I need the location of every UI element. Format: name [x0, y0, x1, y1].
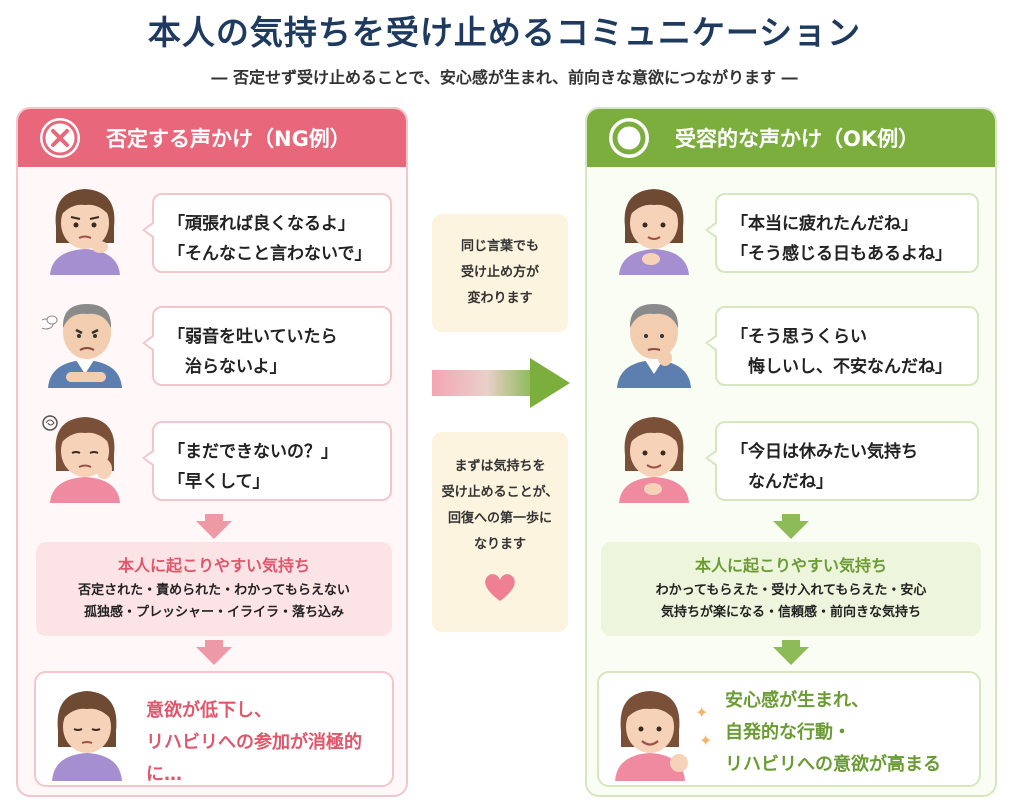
- middle-top-line-1: 同じ言葉でも: [460, 239, 539, 254]
- ok-down-arrow-icon-2: [773, 647, 809, 665]
- ng-feelings-line-2: 孤独感・プレッシャー・イライラ・落ち込み: [83, 605, 344, 620]
- ok-down-arrow-stem-2: [782, 640, 800, 648]
- ok-bubble-3-line-2: なんだね」: [731, 472, 833, 492]
- middle-bottom-line-2: 受け止めることが、: [441, 485, 559, 500]
- ng-bubble-1: 「頑張れば良くなるよ」 「そんなこと言わないで」: [142, 193, 392, 273]
- ng-bubble-1-line-1: 「頑張れば良くなるよ」: [168, 214, 355, 234]
- cross-icon: [40, 118, 80, 158]
- ok-example-row-3: 「今日は休みたい気持ち なんだね」: [587, 409, 995, 505]
- ok-result-box: ✦ ✦ 安心感が生まれ、 自発的な行動・ リハビリへの意欲が高まる: [597, 671, 981, 787]
- ng-result-text: 意欲が低下し、 リハビリへの参加が消極的に…: [146, 695, 392, 791]
- ng-result-line-2: リハビリへの参加が消極的に…: [146, 732, 362, 785]
- ok-bubble-3-line-1: 「今日は休みたい気持ち: [731, 442, 918, 462]
- heart-icon: [485, 574, 515, 601]
- downcast-woman-icon: [52, 691, 122, 781]
- motivated-woman-icon: [615, 691, 688, 781]
- calm-woman-icon: [619, 189, 689, 275]
- frustrated-man-icon: [42, 304, 122, 388]
- ng-header-label: 否定する声かけ（NG例）: [106, 127, 351, 151]
- ok-header: 受容的な声かけ（OK例）: [587, 109, 995, 167]
- sparkle-icon-2: ✦: [699, 731, 713, 750]
- ng-result-box: 意欲が低下し、 リハビリへの参加が消極的に…: [34, 671, 394, 787]
- ng-example-row-3: 「まだできないの？」 「早くして」: [18, 409, 406, 505]
- circle-icon: [609, 118, 649, 158]
- middle-note-bottom: まずは気持ちを 受け止めることが、 回復への第一歩に なります: [432, 432, 568, 632]
- ng-bubble-2-line-1: 「弱音を吐いていたら: [168, 327, 338, 347]
- ok-feelings-line-2: 気持ちが楽になる・信頼感・前向きな気持ち: [660, 605, 921, 620]
- page-title: 本人の気持ちを受け止めるコミュニケーション: [147, 13, 862, 52]
- sparkle-icon-1: ✦: [695, 703, 709, 722]
- ok-feelings-line-1: わかってもらえた・受け入れてもらえた・安心: [655, 583, 927, 598]
- ok-bubble-1: 「本当に疲れたんだね」 「そう感じる日もあるよね」: [705, 193, 979, 273]
- worried-woman-icon: [50, 189, 120, 275]
- ng-feelings-line-1: 否定された・責められた・わかってもらえない: [78, 583, 350, 598]
- ok-result-line-1: 安心感が生まれ、: [725, 690, 870, 711]
- ok-bubble-2: 「そう思うくらい 悔しいし、不安なんだね」: [705, 306, 979, 386]
- ok-down-arrow-stem-1: [782, 514, 800, 522]
- ok-bubble-1-line-2: 「そう感じる日もあるよね」: [731, 244, 952, 264]
- ok-result-line-3: リハビリへの意欲が高まる: [725, 754, 941, 775]
- ok-bubble-1-line-1: 「本当に疲れたんだね」: [731, 214, 918, 234]
- ng-down-arrow-icon-1: [196, 521, 232, 539]
- ng-example-row-2: 「弱音を吐いていたら 治らないよ」: [18, 294, 406, 390]
- ng-bubble-2-line-2: 治らないよ」: [168, 357, 287, 377]
- page-subtitle: ― 否定せず受け止めることで、安心感が生まれ、前向きな意欲につながります ―: [211, 68, 798, 87]
- ng-feelings-title: 本人に起こりやすい気持ち: [117, 556, 310, 575]
- ng-header: 否定する声かけ（NG例）: [18, 109, 406, 167]
- ng-bubble-1-line-2: 「そんなこと言わないで」: [168, 244, 372, 264]
- middle-bottom-line-3: 回復への第一歩に: [447, 511, 552, 526]
- sad-woman-icon: [42, 415, 120, 503]
- ng-bubble-3-line-1: 「まだできないの？」: [168, 442, 338, 462]
- middle-note-top: 同じ言葉でも 受け止め方が 変わります: [432, 214, 568, 332]
- middle-bottom-line-4: なります: [473, 537, 526, 552]
- ng-result-line-1: 意欲が低下し、: [146, 700, 272, 721]
- thoughtful-man-icon: [617, 304, 691, 388]
- middle-top-line-2: 受け止め方が: [460, 265, 539, 280]
- ok-bubble-2-line-1: 「そう思うくらい: [731, 327, 867, 347]
- ok-result-line-2: 自発的な行動・: [725, 722, 851, 743]
- ng-bubble-3: 「まだできないの？」 「早くして」: [142, 421, 392, 501]
- ng-panel: 否定する声かけ（NG例） 「頑張れば良くなるよ」 「そんなこと言わないで」: [16, 107, 408, 797]
- ng-down-arrow-icon-2: [196, 647, 232, 665]
- ok-bubble-3: 「今日は休みたい気持ち なんだね」: [705, 421, 979, 501]
- middle-top-line-3: 変わります: [467, 291, 533, 306]
- ok-bubble-2-line-2: 悔しいし、不安なんだね」: [731, 357, 952, 377]
- ng-bubble-2: 「弱音を吐いていたら 治らないよ」: [142, 306, 392, 386]
- ok-feelings-title: 本人に起こりやすい気持ち: [694, 556, 887, 575]
- relieved-woman-icon: [619, 417, 689, 503]
- ok-feelings-box: 本人に起こりやすい気持ち わかってもらえた・受け入れてもらえた・安心 気持ちが楽…: [601, 542, 981, 636]
- ng-bubble-3-line-2: 「早くして」: [168, 472, 270, 492]
- arrow-right-icon: [432, 358, 570, 408]
- middle-bottom-line-1: まずは気持ちを: [454, 459, 546, 474]
- ng-down-arrow-stem-2: [205, 640, 223, 648]
- ng-feelings-box: 本人に起こりやすい気持ち 否定された・責められた・わかってもらえない 孤独感・プ…: [36, 542, 392, 636]
- ok-panel: 受容的な声かけ（OK例） 「本当に疲れたんだね」 「そう感じる日もあるよね」: [585, 107, 997, 797]
- ok-example-row-1: 「本当に疲れたんだね」 「そう感じる日もあるよね」: [587, 181, 995, 277]
- ok-down-arrow-icon-1: [773, 521, 809, 539]
- ok-result-text: 安心感が生まれ、 自発的な行動・ リハビリへの意欲が高まる: [725, 685, 941, 781]
- ng-example-row-1: 「頑張れば良くなるよ」 「そんなこと言わないで」: [18, 181, 406, 277]
- ng-down-arrow-stem-1: [205, 514, 223, 522]
- ok-header-label: 受容的な声かけ（OK例）: [675, 127, 920, 151]
- ok-example-row-2: 「そう思うくらい 悔しいし、不安なんだね」: [587, 294, 995, 390]
